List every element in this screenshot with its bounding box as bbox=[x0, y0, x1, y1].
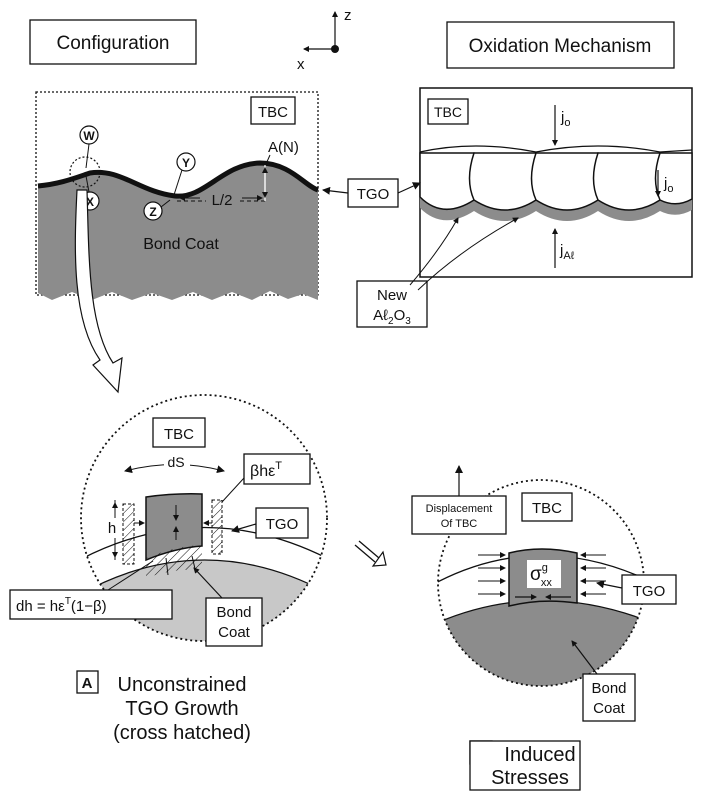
dh-label: dh = hε bbox=[16, 598, 65, 615]
ds-label: dS bbox=[167, 454, 184, 470]
panel-a-bond-label: Bond bbox=[216, 604, 251, 621]
panel-b-bond-label: Bond bbox=[591, 680, 626, 697]
al2o3-3: 3 bbox=[405, 316, 411, 327]
panel-a-caption-1: Unconstrained bbox=[118, 674, 247, 696]
svg-text:βhεT: βhεT bbox=[250, 460, 282, 480]
zoom-curved-arrow bbox=[74, 189, 123, 394]
displacement-line-1: Displacement bbox=[426, 503, 493, 515]
al2o3-2: 2 bbox=[388, 316, 394, 327]
panel-a-caption-3: (cross hatched) bbox=[113, 722, 251, 744]
panel-b-caption-2: Stresses bbox=[491, 767, 569, 789]
panel-a-tbc-label: TBC bbox=[164, 426, 194, 443]
jal-label: j bbox=[559, 242, 563, 259]
panel-a-tgo-label: TGO bbox=[266, 516, 299, 533]
jo-top-sub: o bbox=[564, 117, 570, 129]
sigma-label: σ bbox=[530, 564, 542, 585]
configuration-title: Configuration bbox=[56, 33, 169, 54]
configuration-panel: Configuration TBC Bond Coat W X Y Z L/2 … bbox=[29, 19, 319, 300]
panel-b-coat-label: Coat bbox=[593, 700, 626, 717]
panel-b-tbc-label: TBC bbox=[532, 500, 562, 517]
axis-x-label: x bbox=[297, 56, 305, 73]
panel-a-caption-2: TGO Growth bbox=[125, 698, 238, 720]
al2o3-al: Aℓ bbox=[373, 307, 388, 324]
sigma-sub: xx bbox=[541, 577, 553, 589]
beta-h-eps-label: βhε bbox=[250, 463, 275, 480]
point-x-label: X bbox=[86, 195, 94, 209]
point-w-label: W bbox=[83, 129, 95, 143]
half-wavelength-label: L/2 bbox=[212, 192, 233, 209]
tgo-callout-label: TGO bbox=[357, 186, 390, 203]
configuration-tbc-label: TBC bbox=[258, 104, 288, 121]
svg-text:Aℓ2O3: Aℓ2O3 bbox=[373, 307, 411, 327]
tgo-layer-line bbox=[37, 160, 319, 199]
jo-grain-sub: o bbox=[667, 183, 673, 195]
panel-b-tgo-label: TGO bbox=[633, 583, 666, 600]
axis-z-label: z bbox=[344, 7, 352, 24]
panel-a-letter: A bbox=[82, 675, 93, 692]
svg-text:jAℓ: jAℓ bbox=[559, 242, 575, 262]
new-label: New bbox=[377, 287, 407, 304]
axes-indicator: z x bbox=[297, 7, 352, 73]
displacement-line-2: Of TBC bbox=[441, 518, 478, 530]
beta-h-eps-sup: T bbox=[275, 460, 282, 472]
oxidation-panel: Oxidation Mechanism TBC jo jo jAℓ TGO Ne… bbox=[322, 21, 693, 328]
point-z-label: Z bbox=[149, 205, 156, 219]
bond-coat-label: Bond Coat bbox=[143, 236, 219, 253]
svg-text:jo: jo bbox=[663, 175, 673, 195]
tgo-grains bbox=[419, 152, 693, 211]
jo-top-label: j bbox=[560, 109, 564, 126]
panel-b-caption-1: Induced bbox=[504, 744, 575, 766]
jo-grain-label: j bbox=[663, 175, 667, 192]
h-label: h bbox=[108, 520, 116, 537]
oxidation-tbc-label: TBC bbox=[434, 104, 462, 120]
panel-a-coat-label: Coat bbox=[218, 624, 251, 641]
transition-arrow bbox=[354, 540, 387, 567]
svg-text:jo: jo bbox=[560, 109, 570, 129]
panel-a: TBC dS βhεT h TGO dh = hεT(1−β) Bond Coa… bbox=[9, 394, 328, 744]
panel-b: σg xx TBC Displacement Of TBC TGO Bond Co… bbox=[411, 465, 677, 791]
al2o3-o: O bbox=[394, 307, 406, 324]
oxidation-title: Oxidation Mechanism bbox=[469, 36, 652, 57]
jal-sub: Aℓ bbox=[563, 250, 574, 262]
amplitude-label: A(N) bbox=[268, 139, 299, 156]
dh-sup: T bbox=[65, 596, 71, 607]
svg-text:dh = hεT(1−β): dh = hεT(1−β) bbox=[16, 596, 107, 615]
dh-right: (1−β) bbox=[71, 598, 107, 615]
point-y-label: Y bbox=[182, 156, 190, 170]
sigma-sup: g bbox=[542, 562, 548, 574]
